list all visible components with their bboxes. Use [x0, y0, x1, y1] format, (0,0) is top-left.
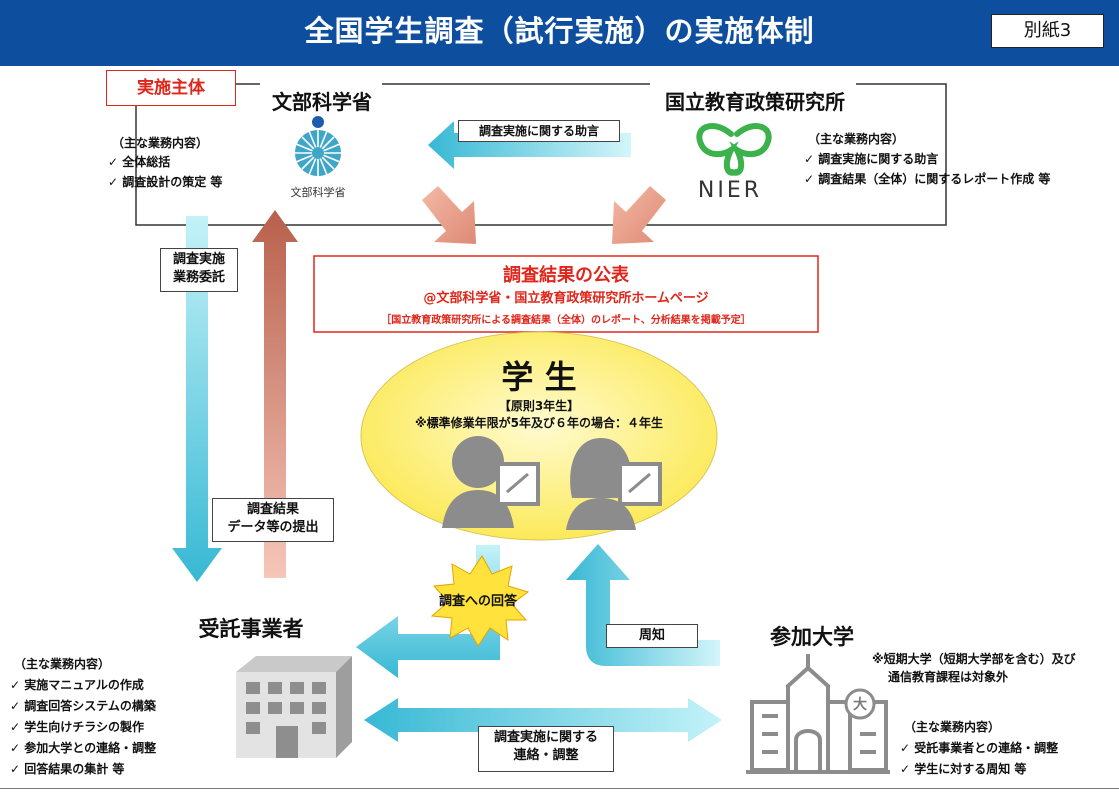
contractor-duty-5: ✓ 回答結果の集計 等 — [10, 762, 125, 776]
liaison-arrow — [364, 698, 722, 742]
results-label-line-1: 調査結果 — [246, 502, 299, 517]
university-duty-2: ✓ 学生に対する周知 等 — [900, 762, 1027, 776]
nier-logo-text: NIER — [697, 178, 763, 203]
commission-arrow — [172, 216, 222, 582]
organizer-tag: 実施主体 — [106, 70, 236, 106]
university-duties-heading: （主な業務内容） — [904, 720, 1001, 734]
bottom-rule — [0, 788, 1119, 789]
publication-subtitle: @文部科学省・国立教育政策研究所ホームページ — [423, 291, 709, 306]
commission-label-line-2: 業務委託 — [172, 270, 225, 285]
mext-logo-icon — [295, 116, 341, 176]
mext-duty-1: ✓ 全体総括 — [108, 155, 171, 169]
students-title: 学 生 — [501, 358, 577, 396]
commission-label: 調査実施 業務委託 — [160, 248, 238, 292]
university-duty-1: ✓ 受託事業者との連絡・調整 — [900, 741, 1059, 755]
students-year: 【原則3年生】 — [498, 399, 580, 413]
mext-name: 文部科学省 — [272, 90, 372, 114]
nier-name: 国立教育政策研究所 — [665, 90, 845, 114]
attachment-label: 別紙3 — [991, 14, 1104, 48]
liaison-label-line-2: 連絡・調整 — [513, 748, 579, 763]
liaison-label: 調査実施に関する 連絡・調整 — [478, 726, 614, 772]
header-bar — [0, 0, 1119, 66]
publication-box — [313, 255, 819, 333]
results-arrow — [252, 210, 298, 578]
nier-duty-2: ✓ 調査結果（全体）に関するレポート作成 等 — [804, 172, 1051, 186]
university-name: 参加大学 — [770, 625, 854, 649]
nier-to-publication-arrow — [612, 186, 666, 244]
contractor-duty-4: ✓ 参加大学との連絡・調整 — [10, 741, 157, 755]
publication-title: 調査結果の公表 — [503, 265, 629, 286]
organizer-frame — [135, 83, 947, 226]
answer-arrow — [356, 545, 500, 678]
university-note-2: 通信教育課程は対象外 — [888, 670, 1009, 684]
university-note-1: ※短期大学（短期大学部を含む）及び — [872, 652, 1076, 666]
liaison-label-line-1: 調査実施に関する — [493, 730, 598, 745]
answer-label: 調査への回答 — [438, 594, 517, 609]
page-title: 全国学生調査（試行実施）の実施体制 — [304, 14, 815, 48]
mext-duties-heading: （主な業務内容） — [112, 136, 209, 150]
university-badge: 大 — [853, 697, 867, 713]
mext-to-publication-arrow — [422, 186, 476, 244]
mext-duty-2: ✓ 調査設計の策定 等 — [108, 175, 223, 189]
student-figure-icon-2 — [566, 438, 662, 530]
notice-label: 周知 — [606, 624, 698, 648]
mext-logo-text: 文部科学省 — [290, 186, 346, 199]
contractor-duties-heading: （主な業務内容） — [14, 657, 111, 671]
commission-label-line-1: 調査実施 — [172, 252, 225, 267]
building-icon — [236, 656, 352, 758]
contractor-duty-1: ✓ 実施マニュアルの作成 — [10, 678, 144, 692]
contractor-name: 受託事業者 — [198, 617, 304, 641]
results-label-line-2: データ等の提出 — [227, 520, 319, 535]
contractor-duty-3: ✓ 学生向けチラシの製作 — [10, 720, 144, 734]
results-label: 調査結果 データ等の提出 — [212, 498, 334, 542]
nier-logo-icon — [696, 123, 772, 176]
nier-duties-heading: （主な業務内容） — [808, 132, 905, 146]
contractor-duty-2: ✓ 調査回答システムの構築 — [10, 699, 156, 713]
publication-note: ［国立教育政策研究所による調査結果（全体）のレポート、分析結果を掲載予定］ — [381, 315, 751, 326]
answer-burst — [430, 555, 530, 647]
students-note: ※標準修業年限が5年及び６年の場合：４年生 — [414, 416, 664, 430]
student-figure-icon-1 — [442, 436, 540, 528]
university-badge-circle — [844, 688, 876, 720]
notice-arrow — [566, 544, 720, 666]
advice-label: 調査実施に関する助言 — [458, 120, 620, 142]
nier-duty-1: ✓ 調査実施に関する助言 — [804, 152, 939, 166]
